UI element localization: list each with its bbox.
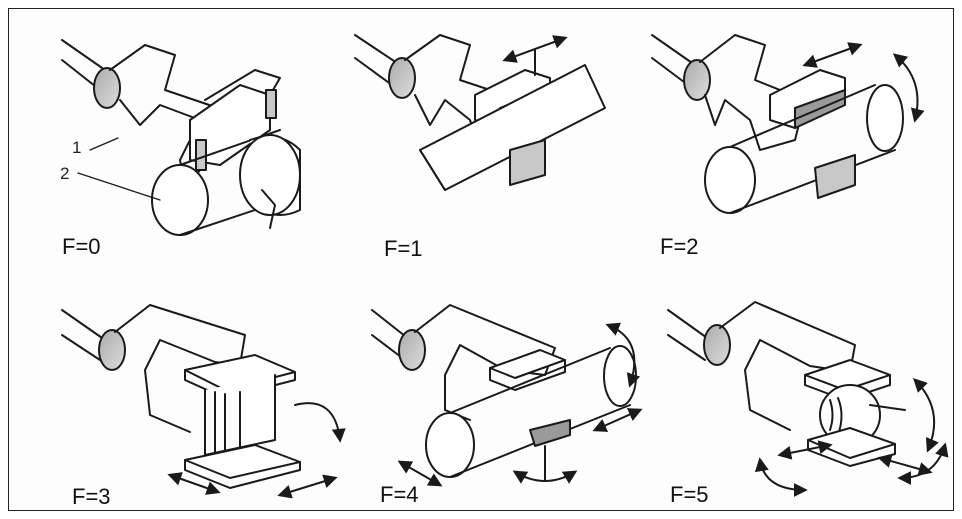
panel-label-f5: F=5 [670, 482, 709, 507]
pivot-joint [93, 67, 121, 109]
panel-label-f3: F=3 [72, 484, 111, 509]
panel-f3 [61, 304, 346, 499]
panel-f5 [667, 301, 949, 497]
panel-label-f1: F=1 [384, 236, 423, 261]
panel-f2 [651, 34, 925, 214]
panel-label-f0: F=0 [62, 234, 101, 259]
panel-label-f2: F=2 [660, 234, 699, 259]
part-label-1: 1 [72, 138, 82, 157]
panel-f0 [61, 39, 301, 236]
panel-f4 [371, 304, 643, 487]
panel-f1 [354, 34, 606, 191]
panel-label-f4: F=4 [380, 482, 419, 507]
part-label-2: 2 [60, 164, 70, 183]
